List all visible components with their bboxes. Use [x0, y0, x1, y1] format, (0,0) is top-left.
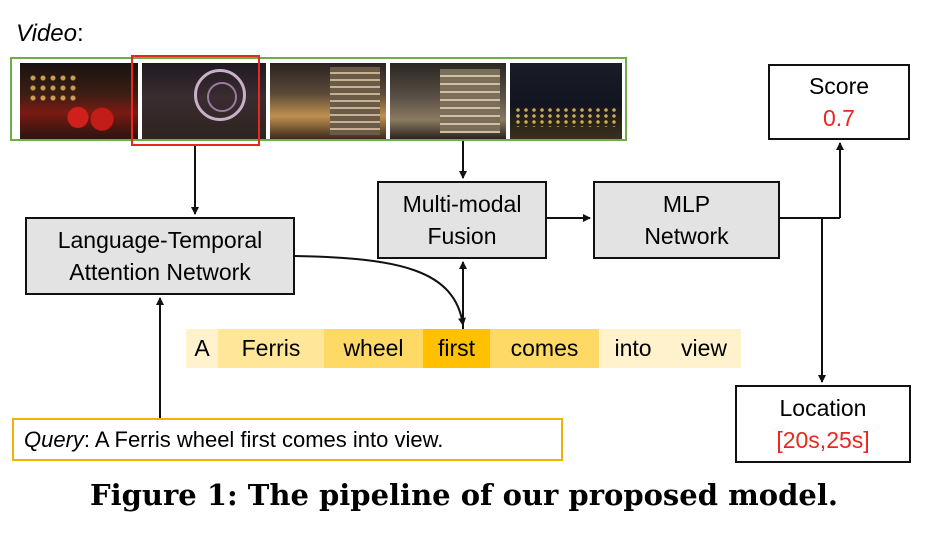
language-temporal-attention-node: Language-Temporal Attention Network [25, 217, 295, 295]
selected-frame-highlight [131, 55, 260, 146]
score-node: Score 0.7 [768, 64, 910, 140]
building-wheel-frame [390, 63, 506, 139]
city-street-frame [20, 63, 138, 139]
arrow-lta-to-words [294, 255, 466, 326]
mlp-line2: Network [644, 223, 729, 249]
ferris-wheel-frame [142, 63, 266, 139]
lta-line1: Language-Temporal [57, 227, 263, 253]
location-label: Location [779, 395, 867, 421]
word-token: into [599, 329, 667, 368]
video-label: Video: [16, 20, 84, 48]
word-token: wheel [324, 329, 423, 368]
query-label: Query [24, 426, 84, 452]
location-node: Location [20s,25s] [735, 385, 911, 463]
fusion-line2: Fusion [427, 223, 497, 249]
figure-caption: Figure 1: The pipeline of our proposed m… [90, 478, 838, 512]
word-token: A [186, 329, 218, 368]
word-token: first [423, 329, 490, 368]
video-label-text: Video [16, 20, 77, 47]
fusion-line1: Multi-modal [402, 191, 522, 217]
attention-word-row: A Ferris wheel first comes into view [186, 329, 741, 368]
night-skyline-frame [510, 63, 622, 139]
word-token: comes [490, 329, 599, 368]
video-label-colon: : [76, 20, 84, 47]
score-value: 0.7 [823, 105, 855, 131]
mlp-line1: MLP [662, 191, 711, 217]
query-box: Query: A Ferris wheel first comes into v… [12, 418, 563, 461]
score-label: Score [808, 73, 870, 99]
video-frame-strip [10, 57, 627, 141]
word-token: view [667, 329, 741, 368]
query-text: : A Ferris wheel first comes into view. [83, 426, 444, 452]
word-token: Ferris [218, 329, 324, 368]
multimodal-fusion-node: Multi-modal Fusion [377, 181, 547, 259]
lta-line2: Attention Network [69, 259, 251, 285]
street-building-frame [270, 63, 386, 139]
location-value: [20s,25s] [776, 427, 870, 453]
mlp-network-node: MLP Network [593, 181, 780, 259]
